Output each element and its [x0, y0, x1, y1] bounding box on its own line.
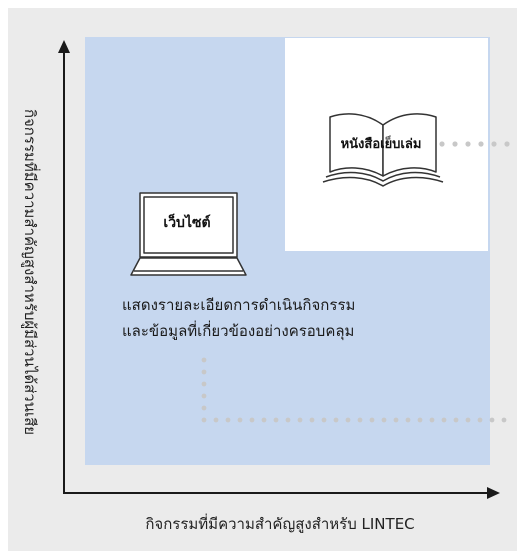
description-line: แสดงรายละเอียดการดำเนินกิจกรรม — [122, 296, 356, 314]
x-axis-label: กิจกรรมที่มีความสำคัญสูงสำหรับ LINTEC — [145, 515, 415, 533]
x-axis — [63, 492, 489, 494]
y-axis — [63, 52, 65, 493]
laptop-icon — [130, 192, 247, 276]
website-label: เว็บไซต์ — [163, 215, 211, 231]
website-description: แสดงรายละเอียดการดำเนินกิจกรรม และข้อมูล… — [122, 292, 482, 344]
description-line: และข้อมูลที่เกี่ยวข้องอย่างครอบคลุม — [122, 322, 355, 340]
y-axis-arrow — [58, 40, 70, 53]
book-icon — [322, 113, 444, 187]
description-dotted-line — [201, 357, 507, 423]
y-axis-label: กิจกรรมที่มีความสำคัญสูงสำหรับผู้มีส่วนไ… — [21, 108, 39, 436]
book-dotted-line — [439, 141, 510, 147]
x-axis-arrow — [487, 487, 500, 499]
book-label: หนังสือเย็บเล่ม — [340, 137, 422, 152]
